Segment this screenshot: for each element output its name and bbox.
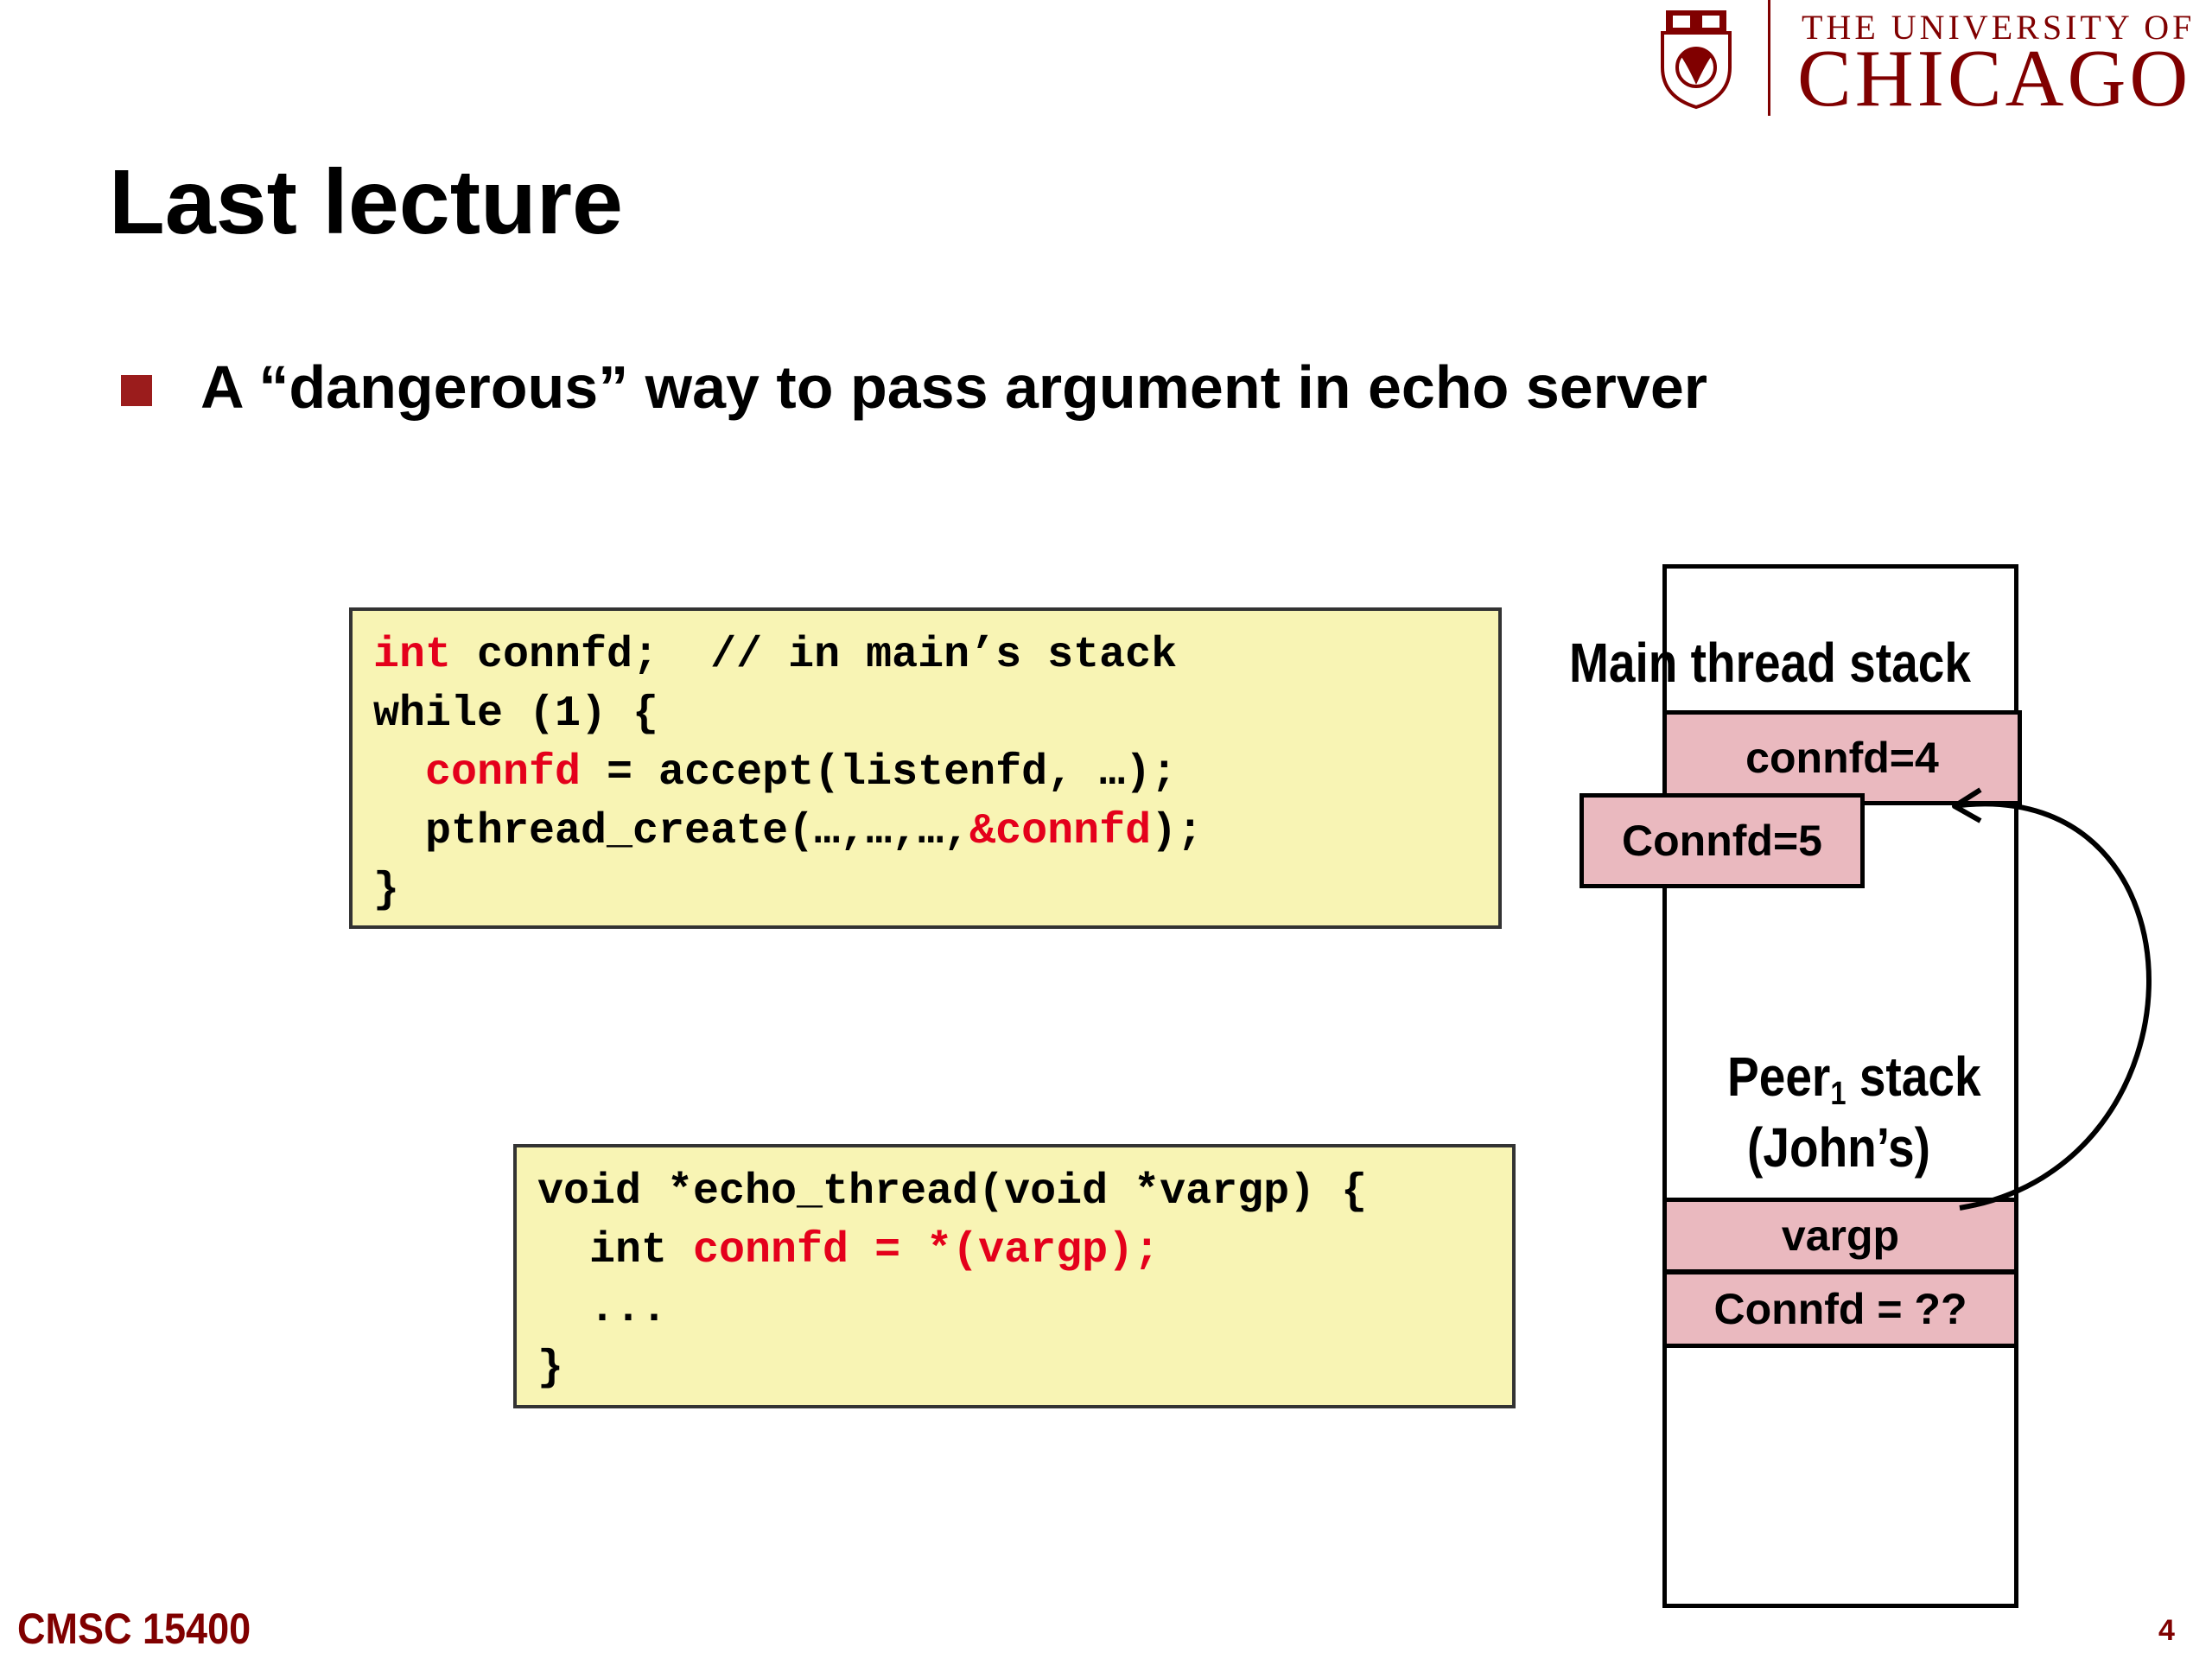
code-line-3: ... xyxy=(537,1285,668,1334)
code-line-4: pthread_create(…,…,…,&connfd); xyxy=(373,803,1478,861)
code-line-2: while (1) { xyxy=(373,690,659,739)
bullet-square-icon xyxy=(121,375,152,406)
peer-stack-label: Peer1 stack (John’s) xyxy=(1727,1044,1981,1180)
echo-thread-code-box: void *echo_thread(void *vargp) { int con… xyxy=(513,1144,1516,1408)
code-indent xyxy=(373,748,425,798)
university-seal-icon xyxy=(1661,10,1732,110)
bullet-text: A “dangerous” way to pass argument in ec… xyxy=(200,353,1708,421)
code-text: ); xyxy=(1151,807,1204,856)
logo-divider xyxy=(1768,0,1770,116)
peer-label-b: stack xyxy=(1846,1046,1981,1108)
page-title: Last lecture xyxy=(109,151,624,253)
code-line-1: void *echo_thread(void *vargp) { xyxy=(537,1167,1368,1217)
code-line-3: connfd = accept(listenfd, …); xyxy=(373,744,1478,803)
footer-course-code: CMSC 15400 xyxy=(17,1605,251,1653)
code-keyword-int: int xyxy=(373,631,452,680)
stack-cell-connfd-4: connfd=4 xyxy=(1662,710,2022,805)
code-text: int xyxy=(537,1226,694,1275)
code-text: connfd; // in main’s stack xyxy=(451,631,1178,680)
code-line-5: } xyxy=(373,866,400,915)
code-line-2: int connfd = *(vargp); xyxy=(537,1222,1491,1281)
footer-page-number: 4 xyxy=(2158,1614,2175,1647)
code-line-1: int connfd; // in main’s stack xyxy=(373,626,1478,685)
stack-cell-connfd-unknown: Connfd = ?? xyxy=(1662,1270,2018,1348)
logo-chicago: CHICAGO xyxy=(1797,34,2192,124)
stack-cell-vargp: vargp xyxy=(1662,1198,2018,1274)
peer-label-subscript: 1 xyxy=(1830,1076,1847,1112)
logo-university-of: THE UNIVERSITY OF xyxy=(1802,8,2196,47)
code-deref-vargp: connfd = *(vargp); xyxy=(693,1226,1160,1275)
code-text: = accept(listenfd, …); xyxy=(581,748,1178,798)
peer-owner-label: (John’s) xyxy=(1747,1116,1930,1179)
code-var-connfd: connfd xyxy=(425,748,582,798)
code-text: pthread_create(…,…,…, xyxy=(373,807,970,856)
main-code-box: int connfd; // in main’s stack while (1) … xyxy=(349,607,1502,929)
stack-cell-connfd-5: Connfd=5 xyxy=(1580,793,1865,888)
peer-label-a: Peer xyxy=(1727,1046,1831,1108)
code-line-4: } xyxy=(537,1344,564,1393)
code-arg-connfd-ref: &connfd xyxy=(969,807,1152,856)
main-thread-stack-label: Main thread stack xyxy=(1569,632,1971,694)
